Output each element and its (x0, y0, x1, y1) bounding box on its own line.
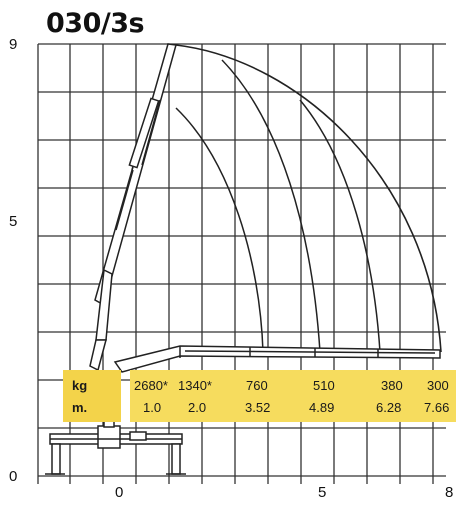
lowered-boom (113, 345, 441, 373)
raised-boom (89, 43, 177, 372)
reach-arc-2 (221, 59, 321, 353)
crane-base (45, 414, 186, 475)
y-tick-label: 0 (9, 468, 18, 485)
load-table: kg m. 2680* 1340* 760 510 380 300 1.0 2.… (0, 370, 456, 422)
chart-title: 030/3s (44, 8, 151, 41)
reach-value: 1.0 (143, 400, 162, 415)
unit-column (63, 370, 121, 422)
reach-unit: m. (72, 400, 88, 415)
values-band (130, 370, 456, 422)
y-tick-label: 5 (9, 213, 18, 230)
x-tick-label: 5 (318, 484, 327, 501)
reach-value: 3.52 (245, 400, 271, 415)
reach-value: 4.89 (309, 400, 335, 415)
load-value: 1340* (178, 378, 212, 393)
load-value: 510 (313, 378, 335, 393)
y-tick-label: 9 (9, 36, 18, 53)
load-value: 380 (381, 378, 403, 393)
reach-envelope (175, 44, 442, 353)
load-value: 760 (246, 378, 268, 393)
load-value: 300 (427, 378, 449, 393)
reach-value: 6.28 (376, 400, 402, 415)
reach-value: 2.0 (188, 400, 207, 415)
load-unit: kg (72, 378, 88, 393)
load-value: 2680* (134, 378, 168, 393)
x-tick-label: 8 (445, 484, 454, 501)
reach-value: 7.66 (424, 400, 450, 415)
x-tick-label: 0 (115, 484, 124, 501)
reach-arc-3 (299, 99, 381, 353)
reach-arc-1 (175, 107, 264, 353)
grid (37, 43, 446, 484)
